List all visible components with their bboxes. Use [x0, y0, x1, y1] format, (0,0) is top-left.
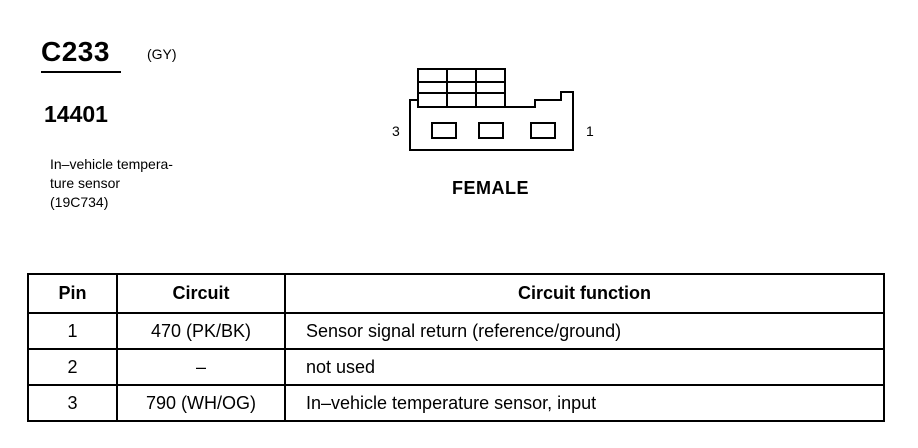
header-circuit-function: Circuit function	[284, 273, 885, 314]
pin-cell: 2	[27, 348, 118, 386]
pin-label-right: 1	[586, 123, 594, 139]
view-label: FEMALE	[452, 178, 529, 198]
connector-housing	[409, 91, 574, 151]
locking-tab	[417, 68, 506, 108]
description-line: ture sensor	[50, 175, 121, 191]
pin-label-left: 3	[392, 123, 400, 139]
pin-cavity-3	[431, 122, 457, 139]
description-line: In–vehicle tempera-	[50, 156, 173, 172]
connector-color: (GY)	[147, 46, 177, 62]
circuit-cell: 790 (WH/OG)	[116, 384, 286, 422]
component-description: In–vehicle tempera- ture sensor (19C734)	[50, 155, 173, 212]
connector-face-diagram: 3 1	[392, 68, 594, 151]
pin-table: Pin Circuit Circuit function 1 470 (PK/B…	[27, 273, 885, 422]
table-row: 3 790 (WH/OG) In–vehicle temperature sen…	[27, 384, 885, 422]
table-row: 1 470 (PK/BK) Sensor signal return (refe…	[27, 312, 885, 350]
function-cell: Sensor signal return (reference/ground)	[284, 312, 885, 350]
circuit-cell: –	[116, 348, 286, 386]
table-row: 2 – not used	[27, 348, 885, 386]
function-cell: In–vehicle temperature sensor, input	[284, 384, 885, 422]
circuit-cell: 470 (PK/BK)	[116, 312, 286, 350]
pin-cell: 3	[27, 384, 118, 422]
table-header-row: Pin Circuit Circuit function	[27, 273, 885, 314]
header-circuit: Circuit	[116, 273, 286, 314]
description-line: (19C734)	[50, 194, 109, 210]
function-cell: not used	[284, 348, 885, 386]
pin-cavities	[431, 122, 556, 139]
connector-id-underline	[41, 71, 121, 73]
connector-id: C233	[41, 36, 110, 67]
header-pin: Pin	[27, 273, 118, 314]
pin-cavity-2	[478, 122, 504, 139]
part-number: 14401	[44, 101, 108, 127]
pin-cell: 1	[27, 312, 118, 350]
pin-cavity-1	[530, 122, 556, 139]
